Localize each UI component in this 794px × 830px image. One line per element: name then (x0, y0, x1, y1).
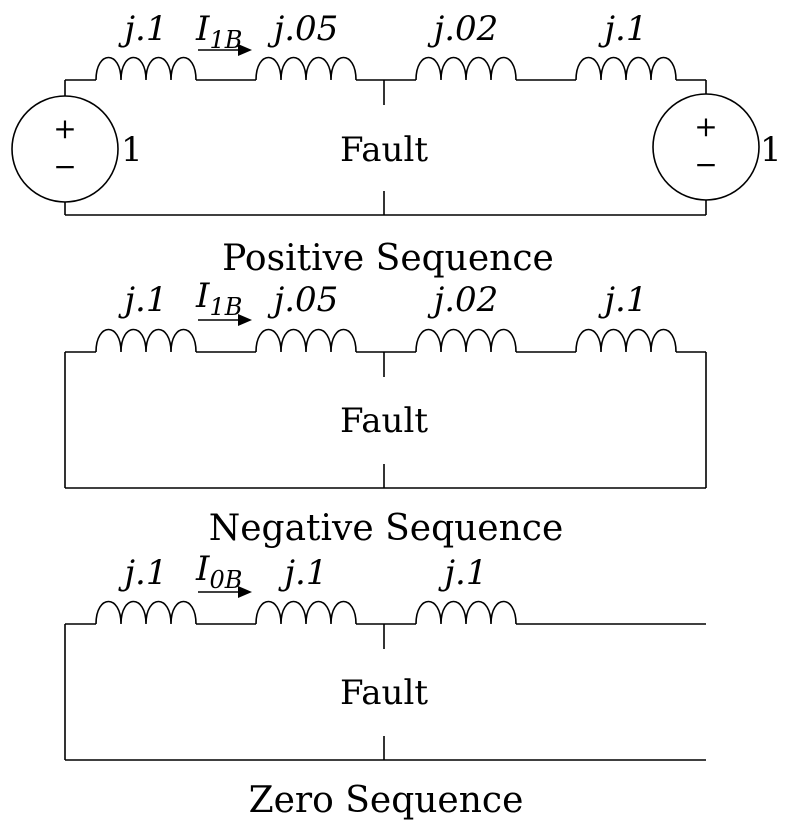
positive-caption: Positive Sequence (222, 238, 554, 279)
zero-caption: Zero Sequence (249, 780, 524, 821)
positive-current-label: I1B (195, 9, 242, 54)
positive-right-source-value: 1 (760, 130, 782, 170)
zero-inductor-1 (95, 600, 197, 625)
negative-inductor-1 (95, 328, 197, 353)
positive-left-source-value: 1 (121, 130, 143, 170)
zero-impedance-label-3: j.1 (438, 553, 488, 593)
negative-impedance-label-2: j.05 (267, 280, 339, 320)
positive-sequence-network: + − 1 + − 1 Fault j.1 j.05 j.02 j.1 I1B … (11, 9, 782, 279)
positive-inductor-3 (415, 56, 517, 81)
positive-impedance-label-3: j.02 (427, 9, 499, 49)
positive-impedance-label-1: j.1 (118, 9, 168, 49)
positive-right-source-plus: + (694, 110, 717, 143)
zero-sequence-network: Fault j.1 j.1 j.1 I0B Zero Sequence (64, 549, 706, 821)
negative-impedance-label-1: j.1 (118, 280, 168, 320)
zero-inductor-2 (255, 600, 357, 625)
zero-impedance-label-1: j.1 (118, 553, 168, 593)
negative-impedance-label-3: j.02 (427, 280, 499, 320)
positive-inductor-2 (255, 56, 357, 81)
positive-impedance-label-2: j.05 (267, 9, 339, 49)
negative-caption: Negative Sequence (209, 508, 564, 549)
positive-inductor-4 (575, 56, 677, 81)
zero-current-arrowhead (238, 586, 252, 598)
positive-current-arrowhead (238, 44, 252, 56)
positive-left-source (11, 95, 119, 203)
negative-inductor-3 (415, 328, 517, 353)
positive-left-source-minus: − (53, 150, 76, 183)
positive-inductor-1 (95, 56, 197, 81)
positive-left-source-plus: + (53, 112, 76, 145)
zero-inductor-3 (415, 600, 517, 625)
negative-sequence-network: Fault j.1 j.05 j.02 j.1 I1B Negative Seq… (64, 276, 707, 549)
negative-fault-label: Fault (340, 401, 428, 441)
positive-right-source-minus: − (694, 148, 717, 181)
positive-impedance-label-4: j.1 (598, 9, 648, 49)
zero-impedance-label-2: j.1 (278, 553, 328, 593)
negative-inductor-2 (255, 328, 357, 353)
negative-current-arrowhead (238, 314, 252, 326)
positive-fault-label: Fault (340, 130, 428, 170)
zero-fault-label: Fault (340, 673, 428, 713)
negative-current-label: I1B (195, 276, 242, 321)
negative-inductor-4 (575, 328, 677, 353)
positive-right-source (652, 93, 760, 201)
negative-impedance-label-4: j.1 (598, 280, 648, 320)
zero-current-label: I0B (195, 549, 242, 594)
